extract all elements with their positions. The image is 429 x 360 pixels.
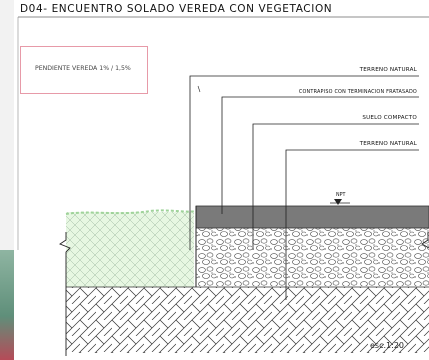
slope-note-box: PENDIENTE VEREDA 1% / 1,5% [20,46,148,94]
concrete-slab [195,205,429,229]
label-contrapiso: CONTRAPISO CON TERMINACION FRATASADO [298,89,417,95]
slope-note: PENDIENTE VEREDA 1% / 1,5% [35,65,131,72]
drawing-title: D04- ENCUENTRO SOLADO VEREDA CON VEGETAC… [20,3,333,15]
label-terreno-natural-top: TERRENO NATURAL [359,67,417,73]
adjacent-sheet-band [0,250,14,360]
npt-label: NPT [336,193,346,198]
npt-level-marker [330,199,350,205]
leader-lines [189,75,419,300]
label-suelo-compacto: SUELO COMPACTO [362,115,417,121]
drawing-scale: esc.1:20 [370,341,404,350]
label-terreno-natural-bottom: TERRENO NATURAL [359,141,417,147]
